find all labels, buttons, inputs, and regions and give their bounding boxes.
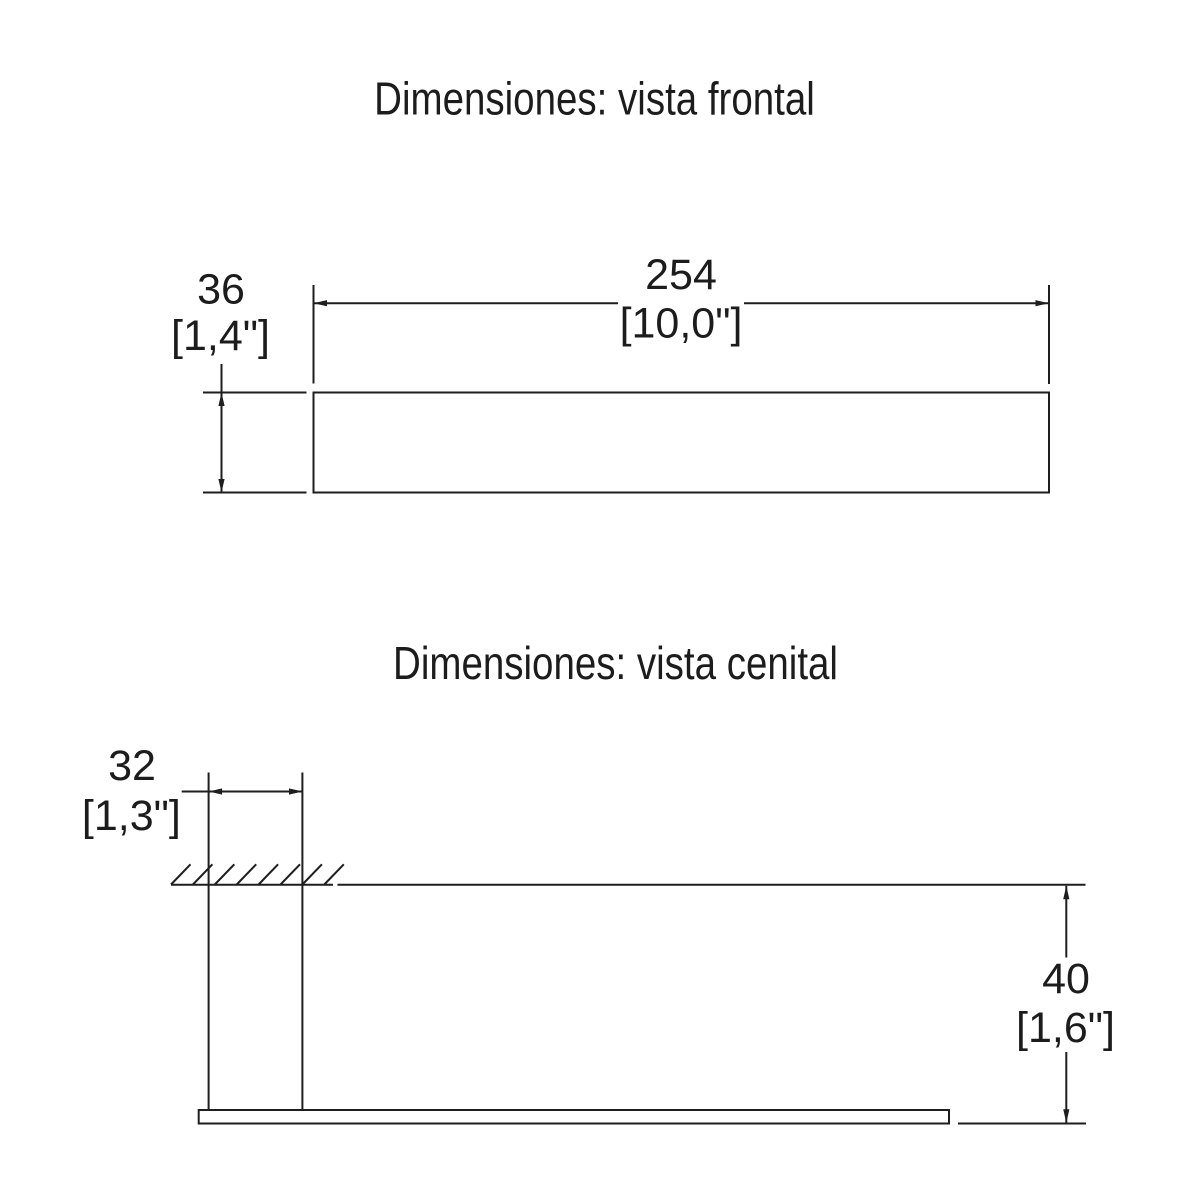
svg-text:Dimensiones: vista cenital: Dimensiones: vista cenital xyxy=(393,638,838,690)
svg-text:40: 40 xyxy=(1042,955,1090,1003)
svg-text:32: 32 xyxy=(108,742,156,790)
svg-text:Dimensiones: vista frontal: Dimensiones: vista frontal xyxy=(374,73,815,125)
svg-text:[1,4"]: [1,4"] xyxy=(171,312,270,360)
svg-text:254: 254 xyxy=(645,251,717,299)
svg-text:[1,3"]: [1,3"] xyxy=(82,792,181,840)
svg-text:[10,0"]: [10,0"] xyxy=(620,300,743,348)
svg-text:36: 36 xyxy=(197,266,245,314)
svg-text:[1,6"]: [1,6"] xyxy=(1016,1004,1115,1052)
